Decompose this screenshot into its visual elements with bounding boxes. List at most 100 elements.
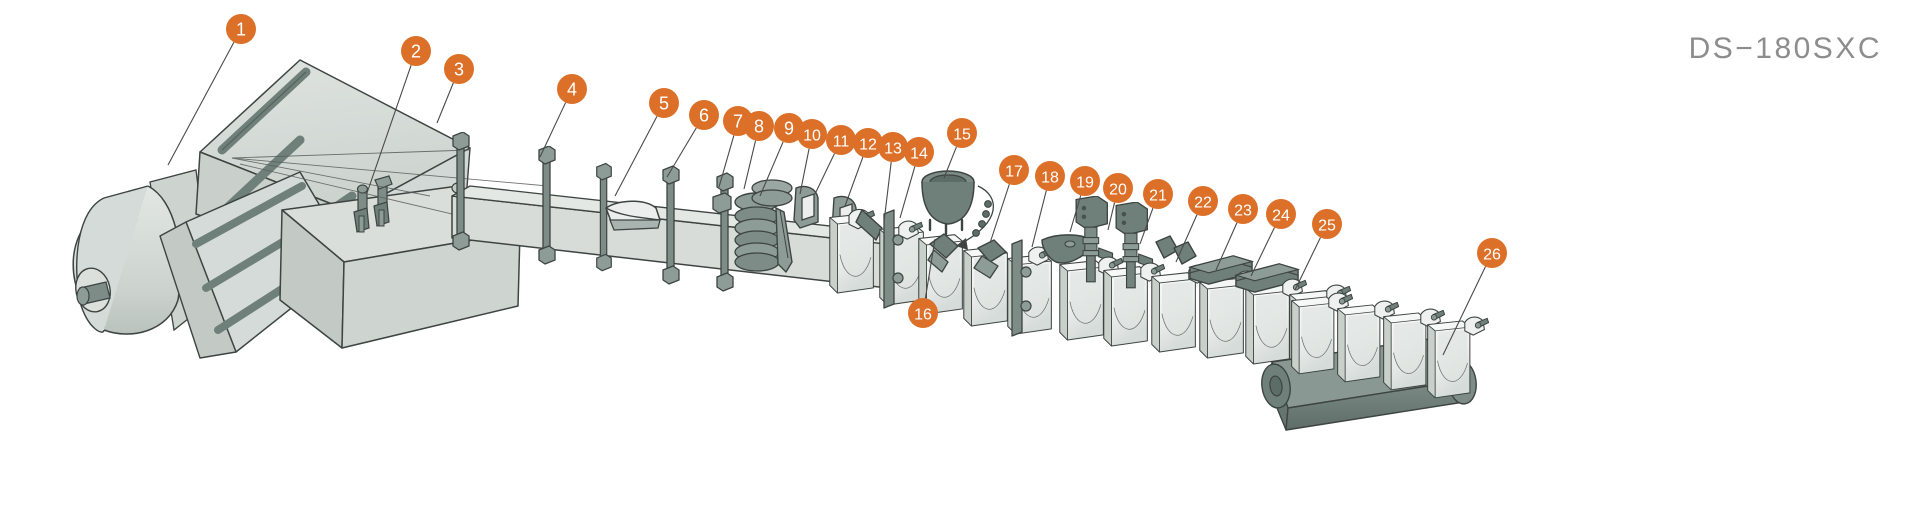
callout-badge-6[interactable]: 6 [689, 100, 719, 130]
leader-line-17 [989, 184, 1010, 244]
callout-badge-10[interactable]: 10 [797, 119, 827, 149]
callout-badge-15[interactable]: 15 [947, 118, 977, 148]
leader-line-22 [1175, 214, 1198, 263]
leader-line-1 [167, 41, 235, 166]
callout-number-6: 6 [699, 106, 709, 126]
funnel-disc-18 [1041, 234, 1095, 264]
leader-line-23 [1215, 222, 1238, 271]
callout-badge-19[interactable]: 19 [1070, 166, 1100, 196]
callout-badge-9[interactable]: 9 [774, 113, 804, 143]
callout-badge-20[interactable]: 20 [1103, 173, 1133, 203]
leader-line-6 [666, 127, 697, 178]
callout-circle-13 [878, 132, 908, 162]
callout-circle-17 [999, 155, 1029, 185]
twin-actuator-pair [353, 175, 393, 233]
callout-circle-12 [853, 128, 883, 158]
output-conveyor-assembly [1261, 292, 1490, 431]
callout-badge-26[interactable]: 26 [1477, 238, 1507, 268]
hopper-bowl-15 [921, 170, 975, 236]
callout-circle-16 [908, 298, 938, 328]
callout-number-4: 4 [567, 80, 577, 100]
leader-line-8 [743, 140, 757, 190]
leader-line-13 [883, 161, 892, 223]
callout-number-25: 25 [1318, 218, 1336, 235]
callout-number-22: 22 [1194, 195, 1212, 212]
callout-badge-5[interactable]: 5 [649, 88, 679, 118]
callout-circle-8 [744, 111, 774, 141]
callout-circle-2 [401, 36, 431, 66]
callout-badge-23[interactable]: 23 [1228, 194, 1258, 224]
callout-circle-4 [557, 74, 587, 104]
leader-line-11 [814, 153, 835, 195]
model-label: DS−180SXC [1688, 32, 1882, 65]
callout-number-13: 13 [884, 141, 902, 158]
callout-circle-21 [1143, 179, 1173, 209]
callout-circle-20 [1103, 173, 1133, 203]
callout-circle-26 [1477, 238, 1507, 268]
leader-line-21 [1139, 207, 1154, 245]
leader-line-26 [1442, 266, 1487, 356]
callout-number-23: 23 [1234, 203, 1252, 220]
pouch-station-21 [1151, 235, 1214, 353]
cutter-blade [775, 207, 793, 273]
callout-badge-3[interactable]: 3 [444, 54, 474, 84]
leader-line-25 [1294, 237, 1321, 291]
callout-badge-18[interactable]: 18 [1035, 161, 1065, 191]
callout-circle-23 [1228, 194, 1258, 224]
callout-number-15: 15 [953, 127, 971, 144]
callout-number-3: 3 [454, 60, 464, 80]
leader-line-24 [1250, 227, 1275, 277]
callout-badge-13[interactable]: 13 [878, 132, 908, 162]
pouch-station-11 [829, 208, 883, 294]
callout-circle-19 [1070, 166, 1100, 196]
callout-badge-25[interactable]: 25 [1312, 209, 1342, 239]
pouch-station-17 [963, 239, 1008, 327]
leader-line-14 [899, 166, 916, 219]
leader-line-9 [759, 141, 784, 197]
small-block-fitting [712, 192, 732, 214]
callout-badge-22[interactable]: 22 [1188, 186, 1218, 216]
leader-line-4 [539, 102, 567, 158]
callout-number-19: 19 [1076, 175, 1094, 192]
leader-line-20 [1107, 202, 1116, 231]
pouch-station-18 [1007, 239, 1054, 337]
leader-line-15 [943, 146, 957, 179]
callout-number-16: 16 [914, 307, 932, 324]
gripper-clamp-10 [793, 185, 819, 229]
callout-badge-11[interactable]: 11 [826, 125, 856, 155]
callout-badge-1[interactable]: 1 [226, 14, 256, 44]
leader-line-3 [436, 82, 454, 124]
leader-line-16 [924, 238, 936, 299]
callout-badge-21[interactable]: 21 [1143, 179, 1173, 209]
pouch-station-row [829, 170, 1352, 371]
leader-line-18 [1031, 190, 1047, 248]
callout-number-10: 10 [803, 128, 821, 145]
callout-circle-6 [689, 100, 719, 130]
callout-circle-18 [1035, 161, 1065, 191]
leader-line-10 [799, 148, 810, 195]
callout-badge-4[interactable]: 4 [557, 74, 587, 104]
callout-badge-24[interactable]: 24 [1266, 199, 1296, 229]
leader-line-19 [1069, 195, 1082, 233]
disc-stack [734, 179, 793, 272]
callout-number-17: 17 [1005, 164, 1023, 181]
leader-line-7 [718, 135, 735, 188]
callout-number-1: 1 [236, 20, 246, 40]
callout-circle-15 [947, 118, 977, 148]
leader-line-12 [844, 156, 864, 207]
callout-badge-8[interactable]: 8 [744, 111, 774, 141]
callout-circle-14 [904, 137, 934, 167]
callout-badge-14[interactable]: 14 [904, 137, 934, 167]
callout-number-7: 7 [733, 112, 743, 132]
callout-badge-12[interactable]: 12 [853, 128, 883, 158]
callout-circle-24 [1266, 199, 1296, 229]
callout-badge-17[interactable]: 17 [999, 155, 1029, 185]
callout-number-14: 14 [910, 146, 928, 163]
callout-number-24: 24 [1272, 208, 1290, 225]
product-scoop [605, 200, 661, 231]
callout-badge-16[interactable]: 16 [908, 298, 938, 328]
callout-badge-2[interactable]: 2 [401, 36, 431, 66]
callout-leader-lines [167, 41, 1487, 356]
